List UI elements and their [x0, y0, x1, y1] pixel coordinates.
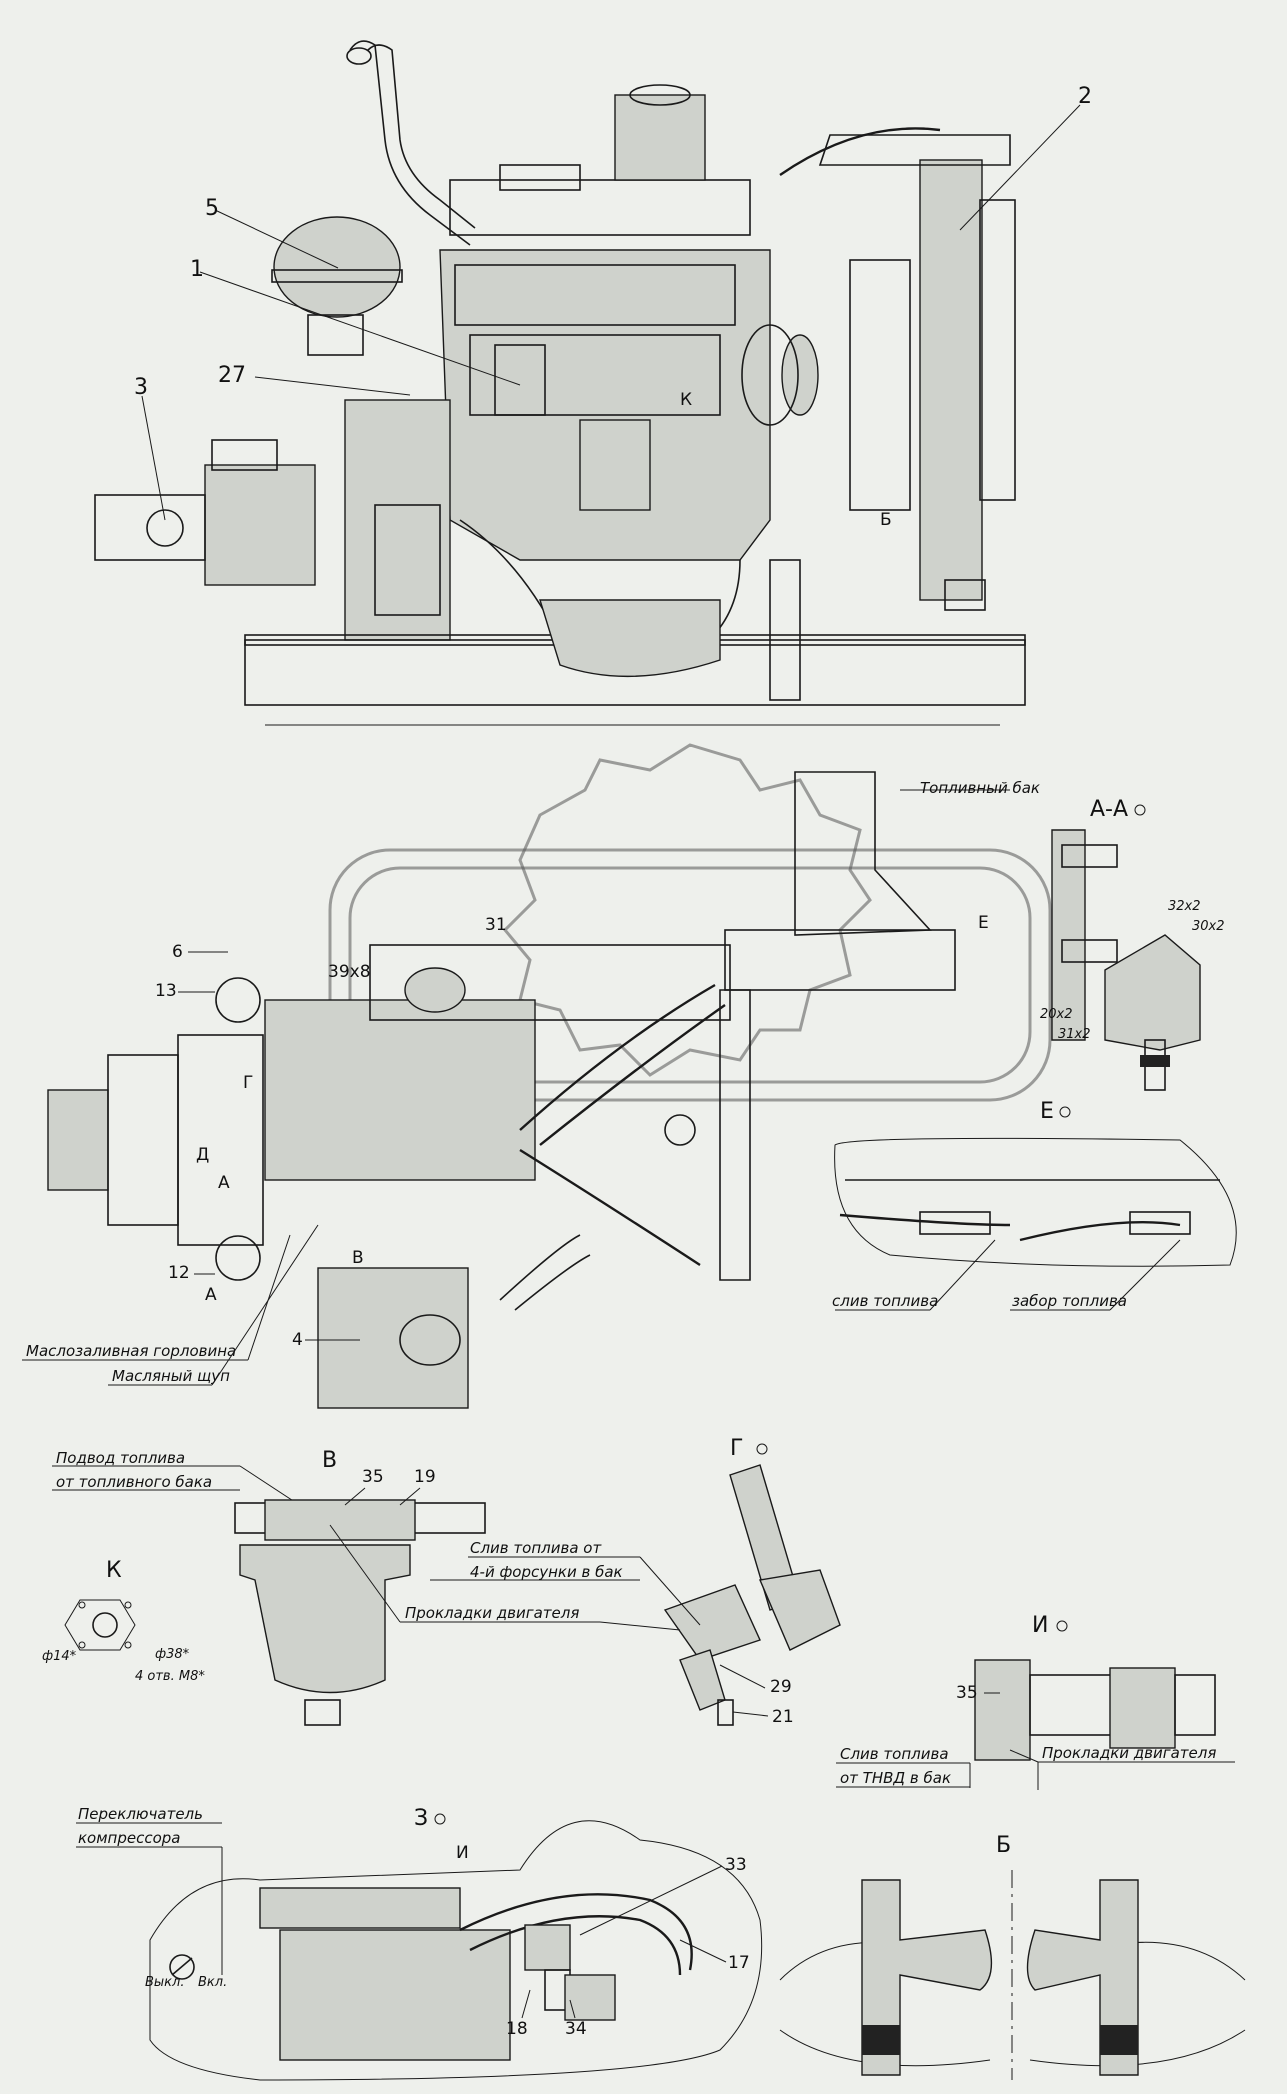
view-arrow-E: Е — [978, 913, 989, 933]
label-fuel-drain: слив топлива — [832, 1292, 938, 1310]
engine-side-view — [94, 40, 1026, 726]
engine-plan-view: Топливный бак Е — [47, 771, 1040, 1409]
dim-phi14: ф14* — [42, 1649, 77, 1664]
callout-29: 29 — [770, 1677, 792, 1697]
view-I: И 35 Прокладки двигателя Слив топлива от… — [836, 1613, 1235, 1790]
section-AA-title: А-А — [1090, 797, 1128, 822]
view-B-title: Б — [996, 1833, 1011, 1858]
label-off: Выкл. — [145, 1975, 184, 1990]
label-drain-injector-1: Слив топлива от — [470, 1539, 602, 1557]
view-E-title: Е — [1040, 1099, 1054, 1124]
view-arrow-K: К — [680, 390, 692, 410]
label-drain-hpfp-2: от ТНВД в бак — [840, 1769, 951, 1787]
view-Z-title: З — [414, 1806, 428, 1831]
callouts-top: 5 1 2 3 27 К Б — [134, 84, 1092, 530]
callout-17: 17 — [728, 1953, 750, 1973]
section-arrow-A: А — [205, 1285, 217, 1305]
dim-phi38: ф38* — [155, 1647, 190, 1662]
dim-holes: 4 отв. М8* — [135, 1669, 205, 1684]
dim-32x2: 32x2 — [1168, 899, 1201, 914]
callouts-middle: 6 13 39x8 31 12 4 Г Д А А В Маслозаливна… — [22, 915, 507, 1386]
view-V-title: В — [322, 1448, 337, 1473]
callout-35-V: 35 — [362, 1467, 384, 1487]
view-arrow-I: И — [456, 1843, 469, 1863]
callout-2: 2 — [1078, 84, 1092, 109]
dim-39x8: 39x8 — [328, 962, 371, 982]
label-fuel-supply-2: от топливного бака — [56, 1473, 212, 1491]
callout-1: 1 — [190, 257, 204, 282]
view-K: К ф14* ф38* 4 отв. М8* — [42, 1558, 205, 1684]
label-oil-filler: Маслозаливная горловина — [26, 1342, 236, 1360]
callout-21: 21 — [772, 1707, 794, 1727]
view-G-title: Г — [730, 1436, 743, 1461]
view-E: Е слив топлива забор топлива — [832, 1099, 1237, 1311]
label-drain-hpfp-1: Слив топлива — [840, 1745, 949, 1763]
label-drain-injector-2: 4-й форсунки в бак — [470, 1563, 623, 1581]
callout-35-I: 35 — [956, 1683, 978, 1703]
label-fuel-supply-1: Подвод топлива — [56, 1449, 185, 1467]
view-I-title: И — [1032, 1613, 1048, 1638]
callout-12: 12 — [168, 1263, 190, 1283]
view-B: Б — [779, 1833, 1246, 2080]
callout-27: 27 — [218, 363, 246, 388]
view-arrow-G: Г — [243, 1073, 253, 1093]
view-arrow-V: В — [352, 1248, 364, 1268]
view-arrow-D: Д — [196, 1145, 209, 1165]
callout-13: 13 — [155, 981, 177, 1001]
label-fuel-intake: забор топлива — [1012, 1292, 1127, 1310]
callout-34: 34 — [565, 2019, 587, 2039]
label-switch-2: компрессора — [78, 1829, 181, 1847]
view-K-title: К — [106, 1558, 122, 1583]
dim-31x2: 31x2 — [1058, 1027, 1091, 1042]
section-AA: А-А 32x2 30x2 20x2 31x2 — [1040, 797, 1225, 1091]
view-arrow-A: А — [218, 1173, 230, 1193]
callout-31: 31 — [485, 915, 507, 935]
dim-20x2: 20x2 — [1040, 1007, 1073, 1022]
label-fuel-tank: Топливный бак — [920, 779, 1040, 797]
callout-6: 6 — [172, 942, 183, 962]
view-arrow-B: Б — [880, 510, 892, 530]
view-G: Г Слив топлива от 4-й форсунки в бак Про… — [329, 1436, 841, 1727]
label-dipstick: Масляный щуп — [112, 1367, 230, 1385]
view-V: В Подвод топлива от топливного бака 35 1… — [52, 1448, 486, 1726]
callout-4: 4 — [292, 1330, 303, 1350]
label-on: Вкл. — [198, 1975, 227, 1990]
callout-5: 5 — [205, 196, 219, 221]
callout-19: 19 — [414, 1467, 436, 1487]
callout-33: 33 — [725, 1855, 747, 1875]
label-gaskets-1: Прокладки двигателя — [405, 1604, 579, 1622]
callout-3: 3 — [134, 375, 148, 400]
view-Z: З И 33 17 18 34 Переключатель компрессор… — [76, 1805, 763, 2081]
label-gaskets-2: Прокладки двигателя — [1042, 1744, 1216, 1762]
callout-18: 18 — [506, 2019, 528, 2039]
dim-30x2: 30x2 — [1192, 919, 1225, 934]
label-switch-1: Переключатель — [78, 1805, 203, 1823]
